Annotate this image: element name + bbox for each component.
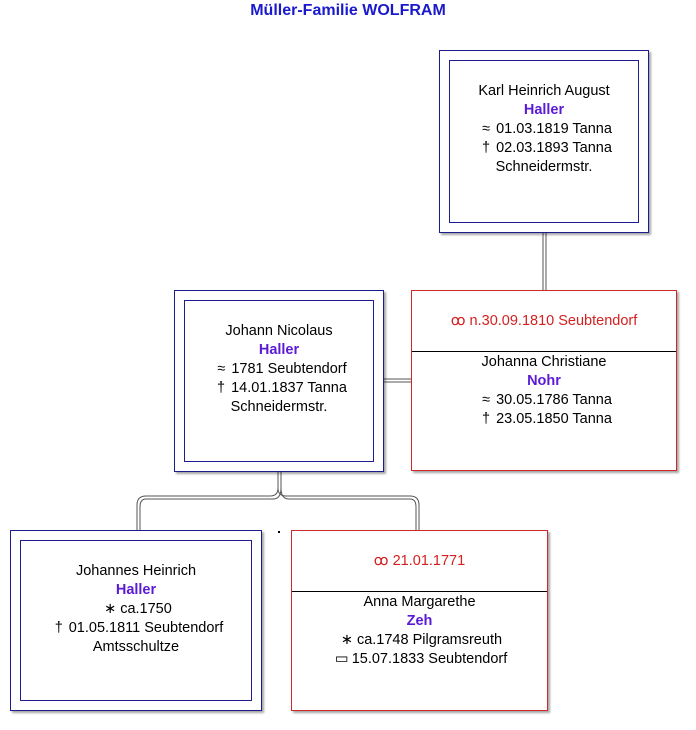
death-date: 02.03.1893 Tanna <box>496 140 612 156</box>
birth-line: ∗ca.1748 Pilgramsreuth <box>292 631 547 650</box>
marriage-line: ꝏ 21.01.1771 <box>292 531 547 592</box>
surname: Haller <box>523 102 565 118</box>
marriage-date: n.30.09.1810 Seubtendorf <box>469 313 638 329</box>
person-card-inner: Karl Heinrich August Haller ≈01.03.1819 … <box>449 60 639 223</box>
baptism-icon: ≈ <box>217 361 226 377</box>
birth-line: ∗ca.1750 <box>21 600 251 619</box>
death-line: † 02.03.1893 Tanna <box>450 139 638 158</box>
occupation: Schneidermstr. <box>230 399 328 415</box>
birth-date: 1781 Seubtendorf <box>231 361 347 377</box>
death-cross-icon: † <box>54 620 63 636</box>
person-card-karl-heinrich-august[interactable]: Karl Heinrich August Haller ≈01.03.1819 … <box>439 50 649 233</box>
spouse-card-johanna-christiane[interactable]: ꝏ n.30.09.1810 Seubtendorf Johanna Chris… <box>411 290 677 471</box>
surname: Nohr <box>527 373 561 389</box>
birth-star-icon: ∗ <box>340 632 354 648</box>
marriage-date: 21.01.1771 <box>392 553 466 569</box>
spouse-card-anna-margarethe[interactable]: ꝏ 21.01.1771 Anna Margarethe Zeh ∗ca.174… <box>291 530 548 711</box>
occupation: Amtsschultze <box>92 639 180 655</box>
death-date: 23.05.1850 Tanna <box>496 411 612 427</box>
death-line: † 23.05.1850 Tanna <box>412 410 676 429</box>
death-line: † 14.01.1837 Tanna <box>185 379 373 398</box>
death-line: ▭15.07.1833 Seubtendorf <box>292 650 547 669</box>
birth-date: ca.1750 <box>120 601 172 617</box>
marriage-rings-icon: ꝏ <box>450 313 466 329</box>
death-date: 14.01.1837 Tanna <box>231 380 347 396</box>
surname: Haller <box>258 342 300 358</box>
birth-line: ≈1781 Seubtendorf <box>185 360 373 379</box>
given-name: Johannes Heinrich <box>75 563 197 579</box>
person-card-johannes-heinrich[interactable]: Johannes Heinrich Haller ∗ca.1750 † 01.05… <box>10 530 262 711</box>
person-card-johann-nicolaus[interactable]: Johann Nicolaus Haller ≈1781 Seubtendorf… <box>174 290 384 472</box>
given-name: Johanna Christiane <box>481 354 607 370</box>
birth-date: 01.03.1819 Tanna <box>496 121 612 137</box>
spouse-details: Johanna Christiane Nohr ≈30.05.1786 Tann… <box>412 352 676 429</box>
chart-title: Müller-Familie WOLFRAM <box>250 2 446 19</box>
person-card-inner: Johannes Heinrich Haller ∗ca.1750 † 01.05… <box>20 540 252 701</box>
death-cross-icon: † <box>482 411 491 427</box>
marriage-rings-icon: ꝏ <box>373 553 389 569</box>
death-date: 01.05.1811 Seubtendorf <box>68 620 224 636</box>
surname: Haller <box>115 582 157 598</box>
birth-line: ≈01.03.1819 Tanna <box>450 120 638 139</box>
given-name: Karl Heinrich August <box>478 83 610 99</box>
surname: Zeh <box>406 613 433 629</box>
birth-line: ≈30.05.1786 Tanna <box>412 391 676 410</box>
given-name: Johann Nicolaus <box>225 323 333 339</box>
death-cross-icon: † <box>482 140 491 156</box>
birth-star-icon: ∗ <box>104 601 117 617</box>
birth-date: 30.05.1786 Tanna <box>496 392 612 408</box>
baptism-icon: ≈ <box>482 121 491 137</box>
baptism-icon: ≈ <box>482 392 491 408</box>
person-card-inner: Johann Nicolaus Haller ≈1781 Seubtendorf… <box>184 300 374 462</box>
occupation: Schneidermstr. <box>495 159 593 175</box>
given-name: Anna Margarethe <box>363 594 476 610</box>
marriage-line: ꝏ n.30.09.1810 Seubtendorf <box>412 291 676 352</box>
death-cross-icon: † <box>217 380 226 396</box>
birth-date: ca.1748 Pilgramsreuth <box>356 632 503 648</box>
death-date: 15.07.1833 Seubtendorf <box>351 651 508 667</box>
spouse-details: Anna Margarethe Zeh ∗ca.1748 Pilgramsreu… <box>292 592 547 669</box>
death-line: † 01.05.1811 Seubtendorf <box>21 619 251 638</box>
burial-icon: ▭ <box>334 651 349 667</box>
